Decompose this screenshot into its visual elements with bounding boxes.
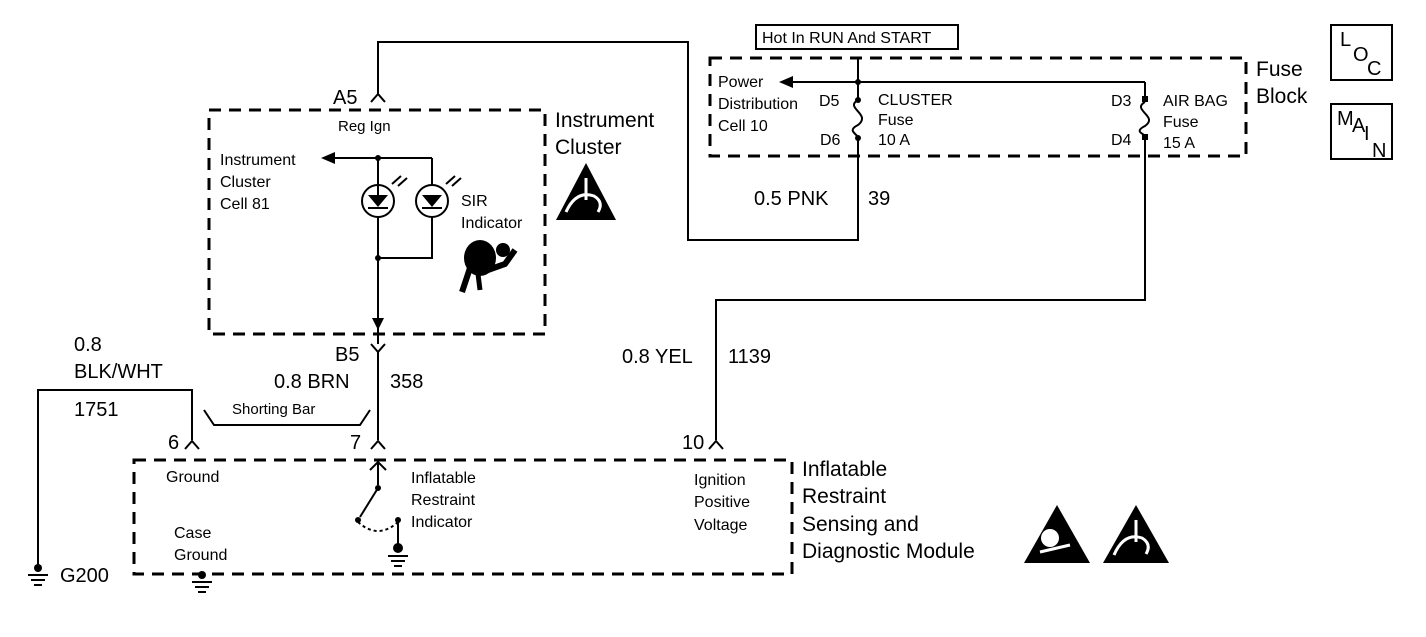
led-right-icon: [415, 175, 462, 218]
svg-text:L: L: [1340, 29, 1351, 51]
module-title-2: Restraint: [802, 485, 886, 508]
power-dist-1: Power: [718, 74, 764, 91]
fuse-block-label-1: Fuse: [1256, 58, 1303, 81]
wire-brn-label: 0.8 BRN: [274, 371, 350, 393]
b5-label: B5: [335, 344, 359, 366]
d5-label: D5: [819, 93, 840, 110]
power-bus-arrow: [779, 76, 793, 88]
power-dist-3: Cell 10: [718, 118, 768, 135]
wire-pnk-label: 0.5 PNK: [754, 188, 829, 210]
b5-connector: [370, 343, 386, 354]
shorting-bar-label: Shorting Bar: [232, 401, 315, 418]
main-box: M A I N: [1330, 103, 1393, 162]
cluster-cell-3: Cell 81: [220, 196, 270, 213]
pin-6-label: 6: [168, 432, 179, 454]
module-title-1: Inflatable: [802, 458, 887, 481]
cluster-cell-1: Instrument: [220, 152, 296, 169]
airbag-warning-icon: [1024, 505, 1090, 563]
module-title-4: Diagnostic Module: [802, 540, 975, 563]
cluster-cell-2: Cluster: [220, 174, 271, 191]
sir-label-2: Indicator: [461, 215, 523, 232]
d6-label: D6: [820, 132, 841, 149]
sir-label-1: SIR: [461, 193, 488, 210]
shorting-bar: [203, 409, 371, 426]
svg-text:N: N: [1372, 140, 1386, 162]
d3-label: D3: [1111, 93, 1132, 110]
circuit-358-label: 358: [390, 371, 423, 393]
power-dist-2: Distribution: [718, 96, 798, 113]
cluster-fuse: [851, 99, 863, 139]
svg-text:O: O: [1353, 44, 1369, 66]
airbag-icon: [459, 240, 518, 293]
led-left-icon: [361, 175, 408, 218]
instrument-cluster-title-1: Instrument: [555, 109, 654, 132]
wire-blkwht-1751: [37, 389, 193, 568]
module-title-3: Sensing and: [802, 513, 919, 536]
reg-ign-label: Reg Ign: [338, 118, 391, 135]
pin-10-label: 10: [682, 432, 704, 454]
loc-box: L O C: [1330, 24, 1393, 81]
a5-connector: [370, 92, 386, 103]
wire-yel-label: 0.8 YEL: [622, 346, 693, 368]
hot-run-start-label: Hot In RUN And START: [762, 30, 931, 47]
svg-text:I: I: [1364, 123, 1370, 145]
ignition-label-1: Ignition: [694, 472, 746, 489]
svg-text:A: A: [1352, 115, 1366, 137]
inflatable-indicator-1: Inflatable: [411, 470, 476, 487]
cluster-fuse-label-1: CLUSTER: [878, 92, 953, 109]
esd-warning-module-icon: [1103, 505, 1169, 563]
inflatable-indicator-3: Indicator: [411, 514, 473, 531]
fuse-block-label-2: Block: [1256, 85, 1308, 108]
airbag-fuse-label-3: 15 A: [1163, 135, 1195, 152]
airbag-fuse-label-2: Fuse: [1163, 114, 1199, 131]
d4-label: D4: [1111, 132, 1132, 149]
ignition-label-2: Positive: [694, 494, 750, 511]
svg-text:M: M: [1337, 108, 1354, 130]
case-ground-icon: [192, 571, 212, 593]
cluster-fuse-label-2: Fuse: [878, 112, 914, 129]
ignition-label-3: Voltage: [694, 517, 747, 534]
airbag-fuse: [1138, 101, 1150, 137]
hot-run-start-box: [755, 24, 959, 50]
case-ground-label-2: Ground: [174, 547, 227, 564]
ground-g200-icon: [28, 564, 48, 586]
wire-blkwht-label-1: 0.8: [74, 334, 102, 356]
circuit-1751-label: 1751: [74, 399, 119, 421]
airbag-fuse-label-1: AIR BAG: [1163, 93, 1228, 110]
pin-7-label: 7: [350, 432, 361, 454]
g200-label: G200: [60, 565, 109, 587]
instrument-cluster-title-2: Cluster: [555, 136, 622, 159]
wire-blkwht-label-2: BLK/WHT: [74, 361, 163, 383]
circuit-1139-label: 1139: [728, 346, 771, 368]
module-box: [132, 458, 794, 576]
inflatable-indicator-2: Restraint: [411, 492, 476, 509]
case-ground-label-1: Case: [174, 525, 211, 542]
wire-yel-1139: [715, 140, 1146, 440]
indicator-ground-icon: [388, 543, 408, 567]
cluster-fuse-label-3: 10 A: [878, 132, 910, 149]
ground-label: Ground: [166, 469, 219, 486]
svg-text:C: C: [1367, 58, 1381, 80]
esd-warning-icon: [556, 163, 616, 220]
wire-pnk-39: [377, 41, 859, 241]
circuit-39-label: 39: [868, 188, 890, 210]
fuse-block-box: [708, 56, 1248, 158]
a5-label: A5: [333, 87, 357, 109]
